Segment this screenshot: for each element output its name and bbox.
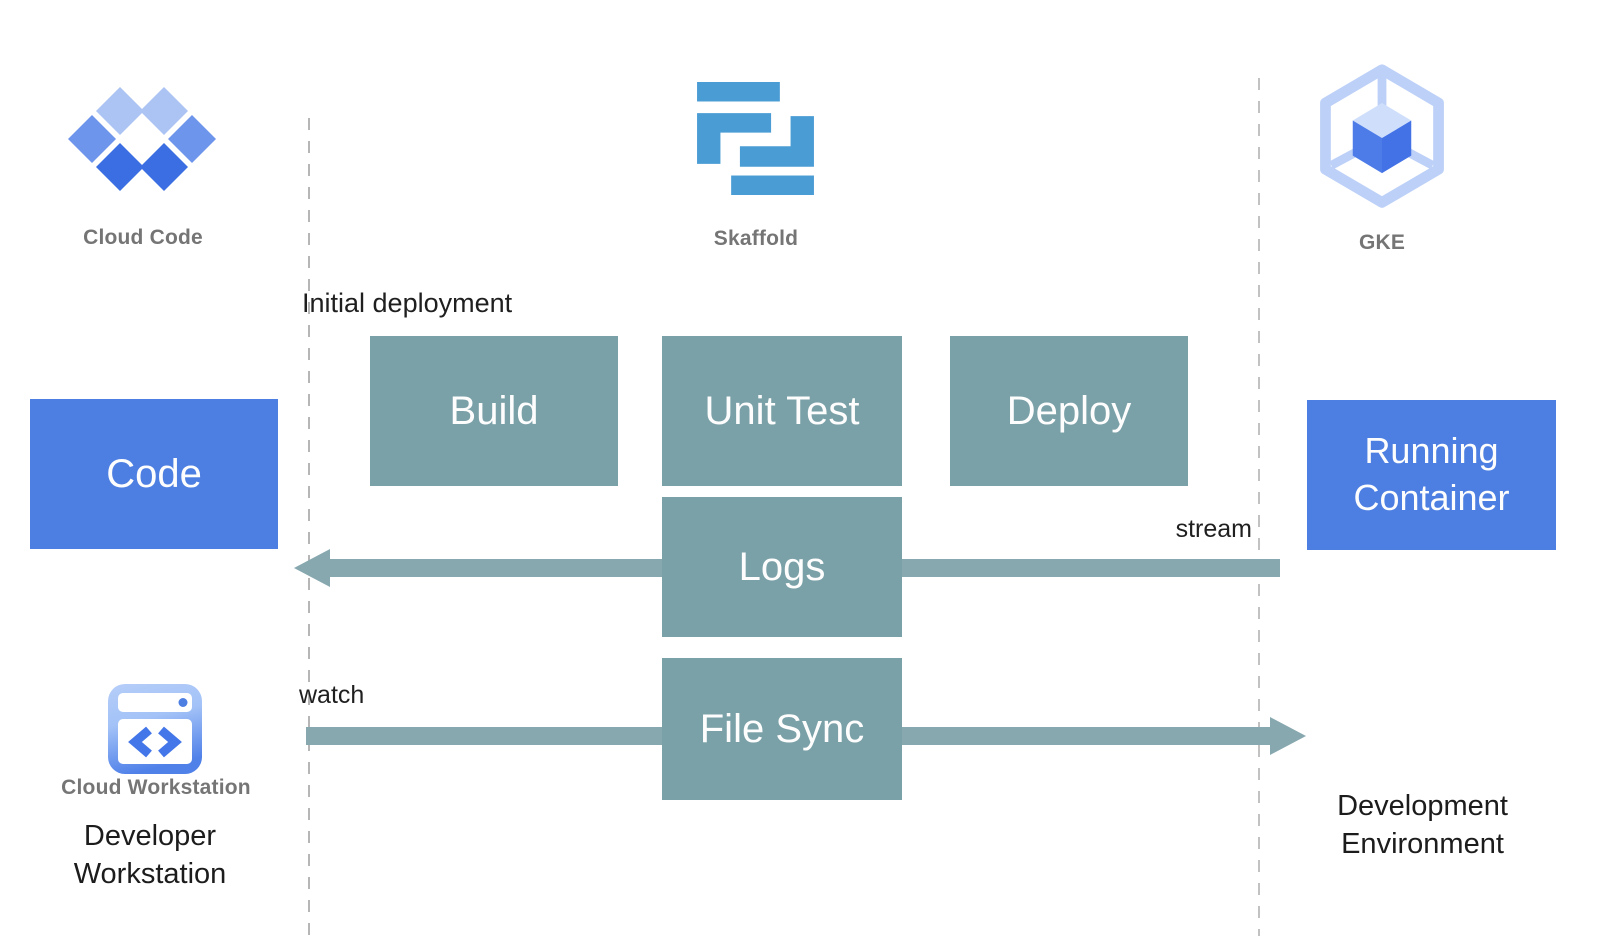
window-dot-icon: [178, 698, 188, 707]
gke-label: GKE: [1358, 231, 1406, 254]
build-box: Build: [370, 336, 618, 486]
stream-label: stream: [1175, 515, 1252, 543]
unit-test-box-label: Unit Test: [704, 388, 860, 433]
gke-icon: [1320, 64, 1444, 208]
running-container-box: Running Container: [1307, 400, 1556, 550]
stream-arrowhead-left-icon: [294, 549, 330, 587]
deploy-box: Deploy: [950, 336, 1188, 486]
skaffold-label: Skaffold: [713, 227, 799, 250]
running-container-box-label: Running Container: [1353, 430, 1510, 518]
cloud-code-label: Cloud Code: [83, 226, 203, 249]
logs-box: Logs: [662, 497, 902, 637]
code-bracket-left-icon: [128, 726, 152, 758]
build-box-label: Build: [449, 388, 539, 433]
development-environment-caption: Development Environment: [1337, 790, 1508, 861]
code-box: Code: [30, 399, 278, 549]
skaffold-icon: [697, 82, 814, 195]
cloud-workstation-icon: [108, 684, 202, 774]
cloud-code-icon: [68, 87, 216, 191]
deploy-box-label: Deploy: [1006, 388, 1132, 433]
code-box-label: Code: [106, 451, 202, 496]
watch-label: watch: [299, 681, 365, 709]
code-bracket-right-icon: [158, 726, 182, 758]
file-sync-box-label: File Sync: [699, 706, 865, 751]
logs-box-label: Logs: [738, 544, 826, 589]
file-sync-box: File Sync: [662, 658, 902, 800]
watch-arrowhead-right-icon: [1270, 717, 1306, 755]
cloud-workstation-label: Cloud Workstation: [61, 776, 251, 799]
lane-divider-right: [1258, 78, 1260, 936]
initial-deployment-label: Initial deployment: [302, 288, 513, 318]
unit-test-box: Unit Test: [662, 336, 902, 486]
developer-workstation-caption: Developer Workstation: [73, 820, 227, 891]
lane-divider-left: [308, 118, 310, 936]
